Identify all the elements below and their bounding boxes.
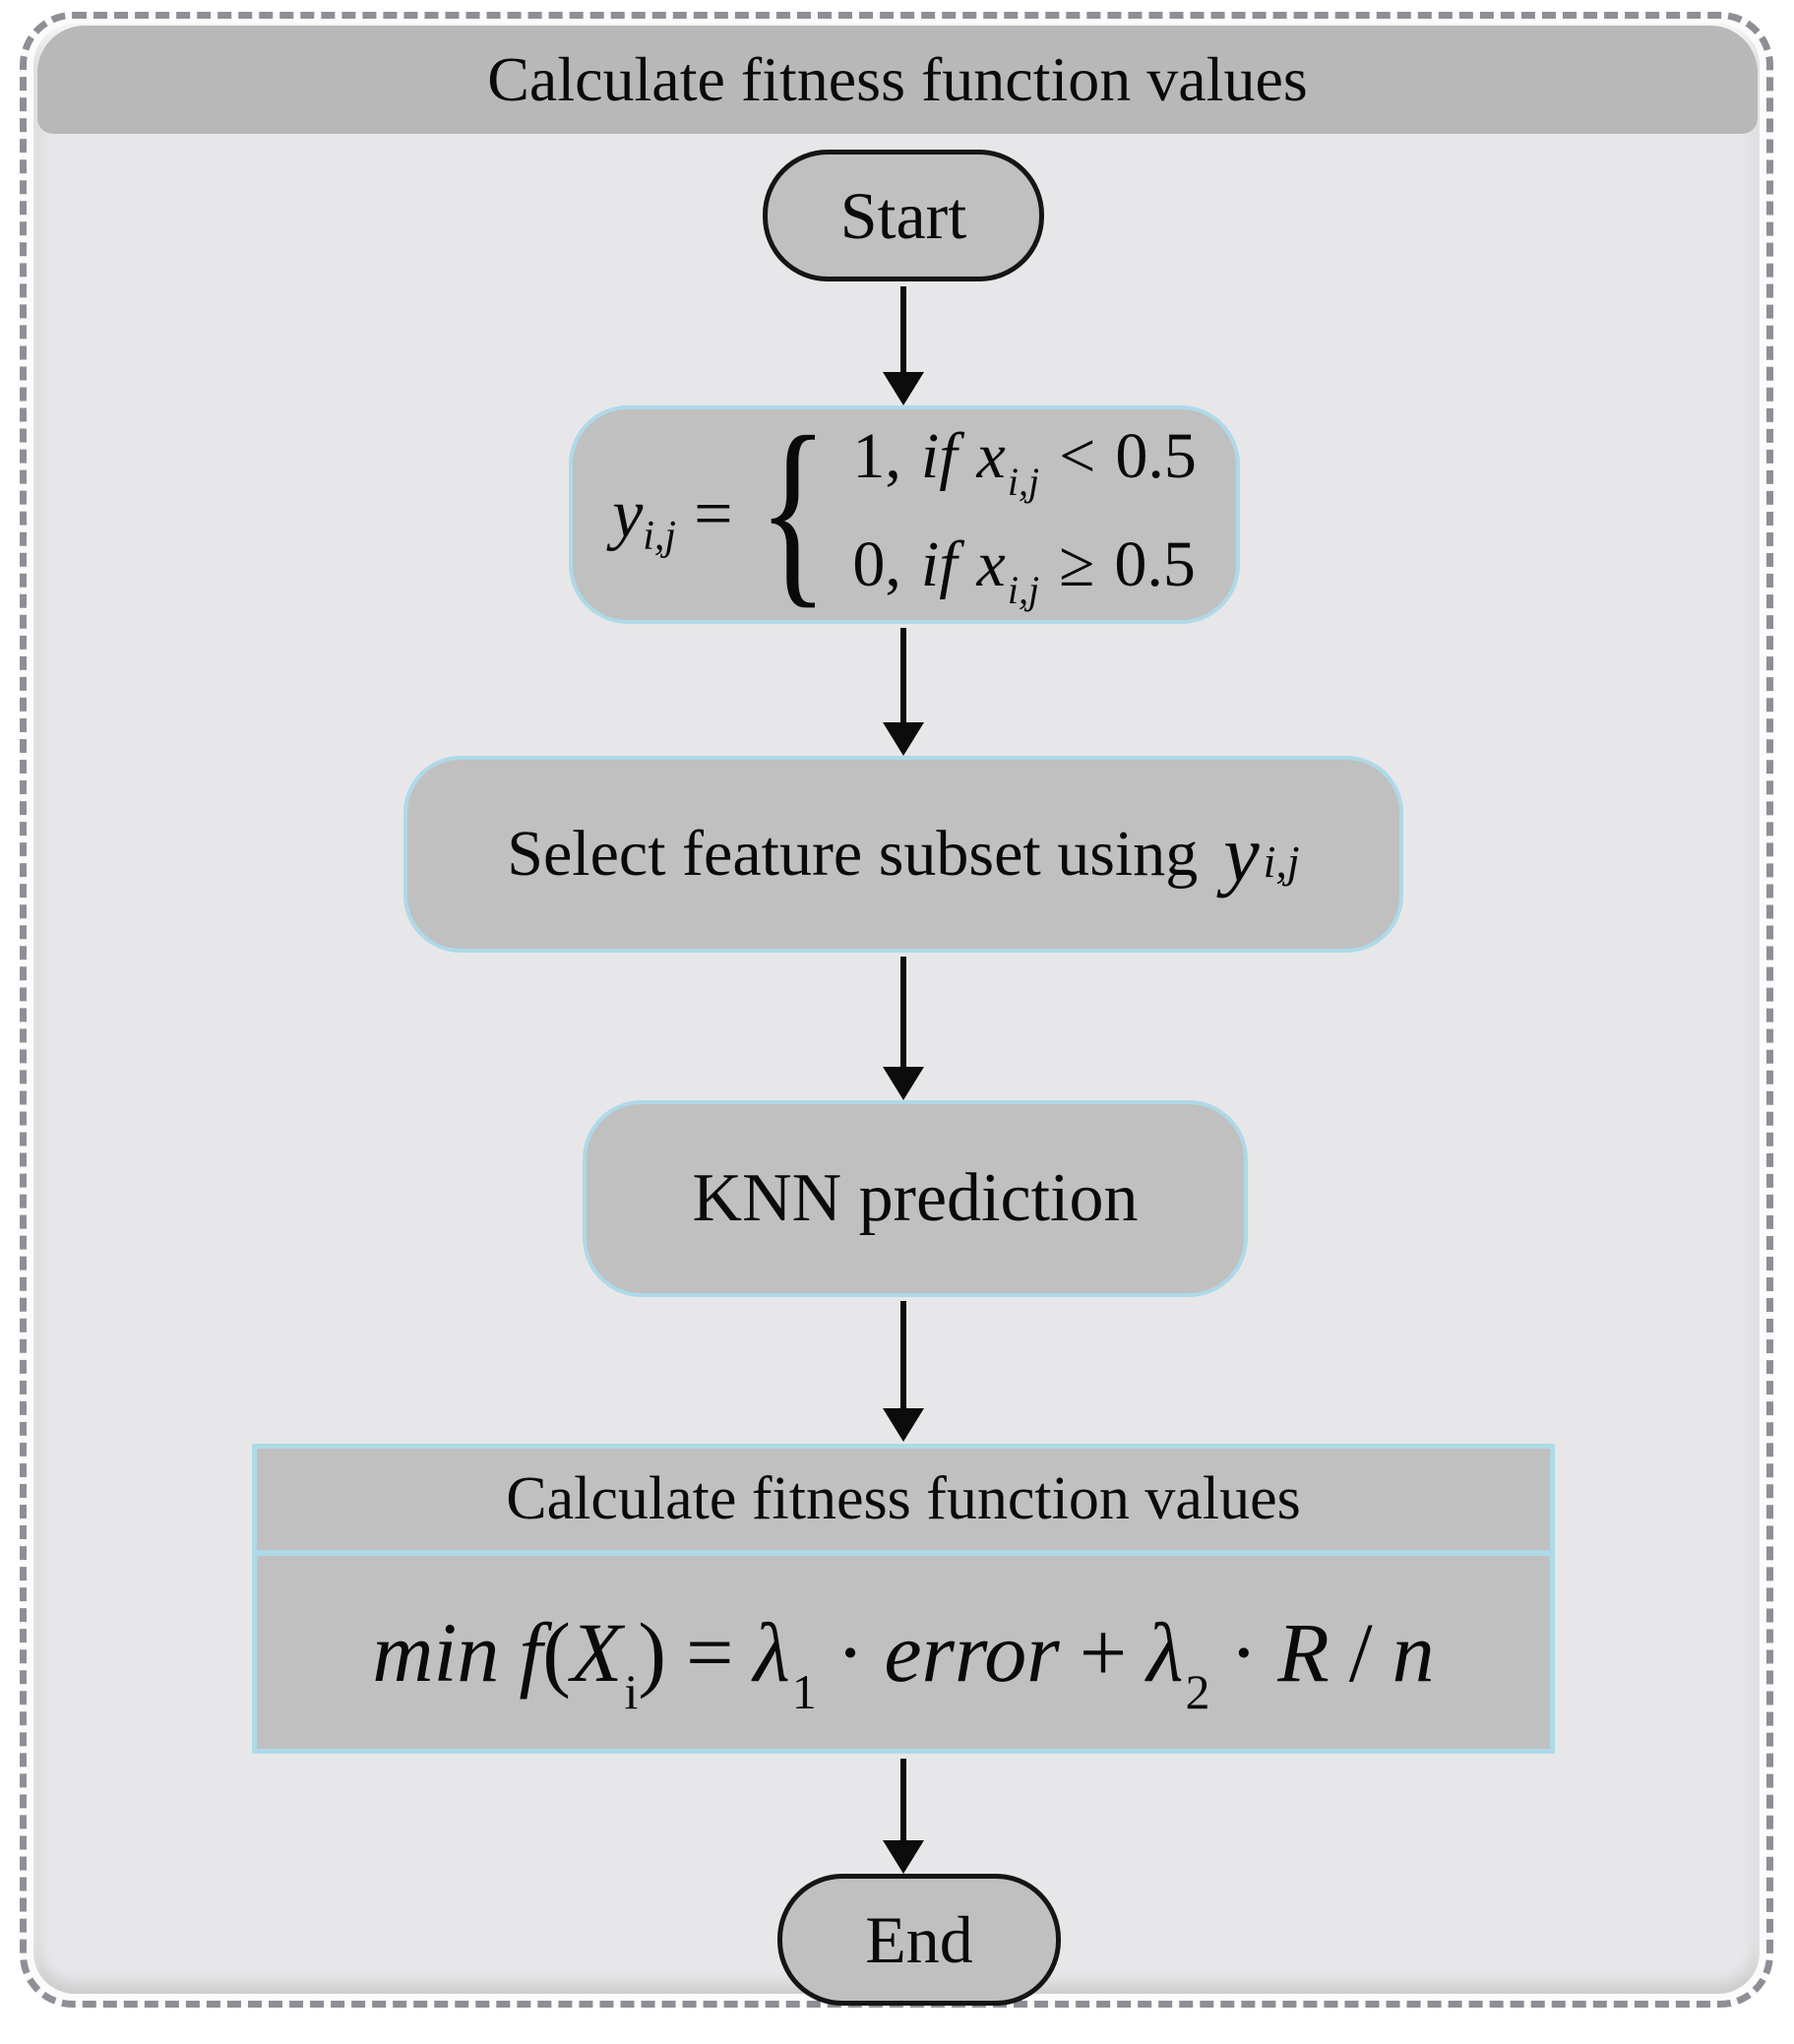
formula-min: min — [372, 1605, 500, 1700]
case-value: 0, — [852, 528, 901, 600]
formula-arg-subscript: i — [624, 1664, 639, 1719]
formula-close-paren: ) — [638, 1605, 666, 1700]
formula-n: n — [1392, 1605, 1435, 1700]
formula-open-paren: ( — [542, 1605, 571, 1700]
case-if: if — [920, 528, 958, 600]
end-label: End — [865, 1901, 973, 1977]
arrow-shaft — [900, 628, 906, 722]
case-relation: ≥ — [1059, 528, 1095, 600]
start-label: Start — [839, 177, 967, 253]
end-node: End — [777, 1874, 1061, 2006]
case-relation: < — [1059, 420, 1096, 492]
case-if: if — [920, 420, 958, 492]
fitness-node: Calculate fitness function values min f(… — [252, 1444, 1555, 1754]
arrow-shaft — [900, 957, 906, 1067]
flowchart-title: Calculate fitness function values — [487, 44, 1308, 114]
formula-dot1: · — [835, 1605, 865, 1700]
equals-sign: = — [694, 476, 733, 552]
arrow-head-icon — [883, 372, 924, 405]
formula-lambda2: λ — [1146, 1605, 1184, 1700]
arrow-head-icon — [883, 722, 924, 756]
formula-func-group: f(Xi) — [519, 1603, 666, 1719]
formula-slash: / — [1348, 1605, 1373, 1700]
flow-arrow-2 — [883, 628, 924, 756]
formula-r: R — [1277, 1605, 1330, 1700]
case-threshold: 0.5 — [1114, 528, 1196, 600]
case-threshold: 0.5 — [1115, 420, 1197, 492]
case-var-subscript: i,j — [1007, 568, 1040, 612]
formula-arg: X — [570, 1605, 623, 1700]
select-subset-var: y — [1223, 809, 1260, 898]
arrow-shaft — [900, 286, 906, 372]
lhs-subscript: i,j — [643, 514, 677, 559]
arrow-head-icon — [883, 1408, 924, 1442]
case-brace: { — [757, 394, 829, 626]
arrow-shaft — [900, 1301, 906, 1408]
arrow-head-icon — [883, 1840, 924, 1874]
flow-arrow-4 — [883, 1301, 924, 1442]
case-var-subscript: i,j — [1007, 460, 1040, 504]
formula-lambda1-group: λ1 — [753, 1603, 817, 1719]
formula-lambda1: λ — [753, 1605, 790, 1700]
fitness-title: Calculate fitness function values — [506, 1465, 1301, 1532]
select-subset-text: Select feature subset using — [507, 818, 1199, 890]
formula-equals: = — [685, 1605, 734, 1700]
fitness-title-row: Calculate fitness function values — [257, 1449, 1550, 1556]
flowchart-title-bar: Calculate fitness function values — [37, 26, 1758, 134]
case-value: 1, — [852, 420, 901, 492]
knn-label: KNN prediction — [692, 1160, 1139, 1236]
formula-lambda2-group: λ2 — [1146, 1603, 1209, 1719]
flow-arrow-3 — [883, 957, 924, 1100]
formula-error: error — [884, 1605, 1060, 1700]
formula-plus: + — [1079, 1605, 1128, 1700]
select-subset-var-subscript: i,j — [1263, 836, 1300, 887]
formula-lambda2-subscript: 2 — [1185, 1664, 1210, 1719]
lhs-var: y — [612, 476, 644, 552]
knn-node: KNN prediction — [583, 1100, 1248, 1297]
arrow-head-icon — [883, 1067, 924, 1100]
case-var: x — [976, 420, 1006, 492]
fitness-formula: min f(Xi) = λ1 · error + λ2 · R / n — [257, 1556, 1550, 1749]
flow-arrow-5 — [883, 1759, 924, 1874]
formula-dot2: · — [1229, 1605, 1259, 1700]
flow-arrow-1 — [883, 286, 924, 405]
formula-lambda1-subscript: 1 — [791, 1664, 817, 1719]
start-node: Start — [763, 150, 1044, 281]
formula-func: f — [519, 1605, 543, 1700]
arrow-shaft — [900, 1759, 906, 1840]
case-var: x — [976, 528, 1006, 600]
